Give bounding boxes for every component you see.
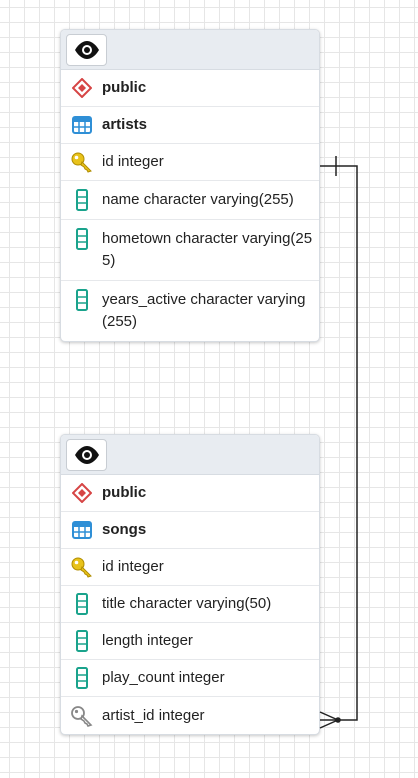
column-row[interactable]: hometown character varying(255) [61,220,319,281]
column-label: hometown character varying(255) [102,230,313,269]
column-label: length integer [102,632,193,649]
column-icon [71,289,93,311]
schema-name: public [102,79,147,96]
schema-row: public [61,475,319,512]
column-label: name character varying(255) [102,191,294,208]
schema-name: public [102,484,147,501]
eye-icon [74,41,99,59]
table-header [61,435,319,475]
column-label: play_count integer [102,669,225,686]
schema-icon [71,482,93,504]
schema-icon [71,77,93,99]
table-header [61,30,319,70]
column-label: id integer [102,153,164,170]
table-icon [71,114,93,136]
column-row[interactable]: title character varying(50) [61,586,319,623]
foreign-key-icon [71,705,93,727]
column-icon [71,228,93,250]
column-row[interactable]: artist_id integer [61,697,319,734]
toggle-visibility-button[interactable] [66,34,107,66]
column-label: id integer [102,558,164,575]
column-row[interactable]: id integer [61,549,319,586]
primary-key-icon [71,151,93,173]
table-icon [71,519,93,541]
toggle-visibility-button[interactable] [66,439,107,471]
artists-table-node[interactable]: public artists id integer name character… [60,29,320,342]
schema-row: public [61,70,319,107]
column-label: artist_id integer [102,706,205,724]
column-icon [71,593,93,615]
table-name: artists [102,116,148,133]
column-label: years_active character varying(255) [102,291,306,330]
column-row[interactable]: years_active character varying(255) [61,281,319,341]
eye-icon [74,446,99,464]
column-icon [71,189,93,211]
column-icon [71,667,93,689]
column-row[interactable]: length integer [61,623,319,660]
column-row[interactable]: play_count integer [61,660,319,697]
junction-dot [335,717,341,723]
column-row[interactable]: id integer [61,144,319,181]
crows-foot-lower [319,719,339,729]
table-name-row: songs [61,512,319,549]
songs-table-node[interactable]: public songs id integer title character … [60,434,320,735]
crows-foot-upper [319,711,339,721]
column-label: title character varying(50) [102,595,272,612]
relationship-line[interactable] [320,165,358,721]
column-icon [71,630,93,652]
table-name-row: artists [61,107,319,144]
column-row[interactable]: name character varying(255) [61,181,319,220]
primary-key-icon [71,556,93,578]
table-name: songs [102,521,147,538]
